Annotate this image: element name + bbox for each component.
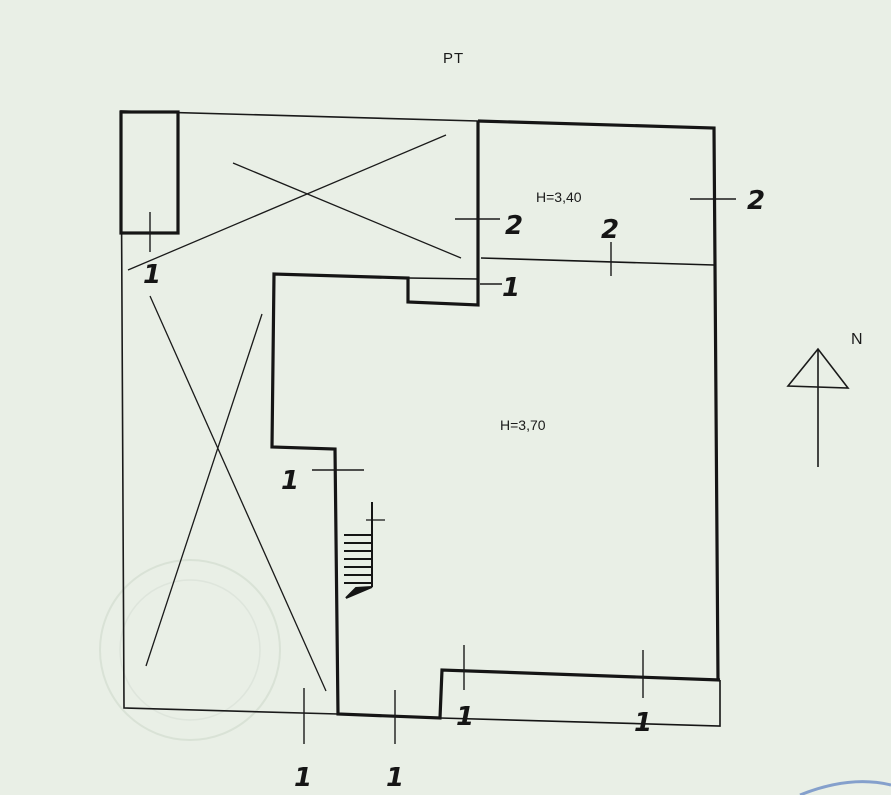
section-mark-bottom-left: 1 (294, 763, 312, 793)
section-mark-upper-room: 2 (601, 215, 619, 245)
plan-title: PT (443, 50, 464, 67)
section-mark-left-upper: 1 (143, 260, 161, 290)
stair-symbol (344, 502, 385, 599)
room-height-upper: H=3,40 (536, 189, 582, 205)
section-ticks (149, 198, 736, 744)
void-crosses (127, 134, 462, 692)
section-mark-bottom-step: 1 (456, 702, 474, 732)
section-mark-upper-mid: 2 (505, 211, 523, 241)
section-mark-bottom-mid: 1 (386, 763, 404, 793)
section-mark-stair-corner: 1 (502, 273, 520, 303)
building-walls (119, 110, 721, 727)
section-mark-left-mid: 1 (281, 466, 299, 496)
section-mark-right-outer: 2 (747, 186, 765, 216)
north-arrow (786, 347, 850, 467)
section-mark-bottom-right: 1 (634, 708, 652, 738)
room-height-main: H=3,70 (500, 417, 546, 433)
north-label: N (851, 331, 863, 348)
site-outline (120, 110, 479, 715)
